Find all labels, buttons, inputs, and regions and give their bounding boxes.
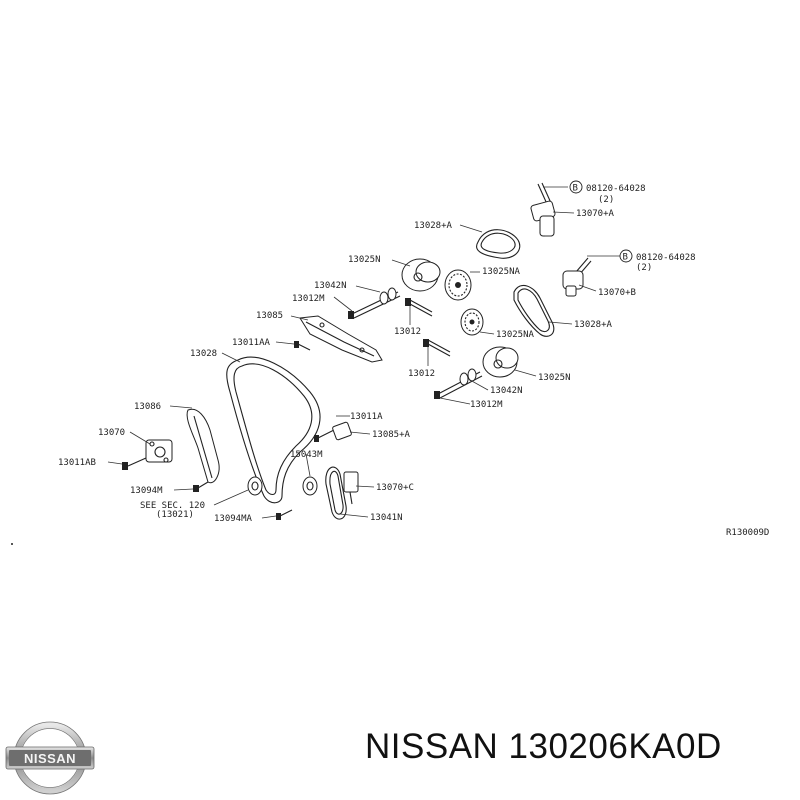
label-13025n-top: 13025N — [348, 255, 381, 265]
label-13085a: 13085+A — [372, 430, 411, 440]
callout-labels: B B 13028+A 08120-64028 (2) 13070+A 0812… — [58, 180, 769, 538]
label-13042n-mid: 13042N — [490, 386, 523, 396]
diagram-reference-code: R130009D — [726, 528, 769, 538]
label-13070a: 13070+A — [576, 209, 615, 219]
label-13094ma: 13094MA — [214, 514, 253, 524]
label-13070: 13070 — [98, 428, 125, 438]
label-08120-mid: 08120-64028 — [636, 253, 696, 263]
label-08120-top: 08120-64028 — [586, 184, 646, 194]
gasket-top-drawing — [476, 229, 521, 259]
crank-sprocket-drawing — [247, 476, 263, 496]
tensioner-13070-c-drawing — [343, 471, 359, 505]
part-number-caption: NISSAN 130206KA0D — [365, 727, 722, 766]
oil-pump-chain-13041n-drawing — [325, 466, 347, 520]
sprocket-13025na-mid-drawing — [460, 308, 484, 336]
timing-chain-13028-drawing — [226, 356, 321, 504]
circled-b-mid — [619, 249, 633, 263]
label-13012m-mid: 13012M — [470, 400, 503, 410]
label-13012-mid: 13012 — [408, 369, 435, 379]
label-13042n-top: 13042N — [314, 281, 347, 291]
sprocket-15043m-drawing — [302, 476, 318, 496]
label-13021: (13021) — [156, 510, 194, 520]
sprocket-13025n-top-drawing — [401, 258, 441, 292]
label-13011aa: 13011AA — [232, 338, 271, 348]
chain-guide-13085-drawing — [299, 315, 383, 363]
label-13094m: 13094M — [130, 486, 163, 496]
tensioner-13070-drawing — [122, 439, 173, 470]
label-13086: 13086 — [134, 402, 161, 412]
nissan-logo: NISSAN — [5, 721, 95, 795]
circled-b-mid-letter: B — [623, 253, 628, 263]
lower-bolt-washers-drawing — [434, 368, 483, 399]
label-13028a-right: 13028+A — [574, 320, 613, 330]
label-13025na-top: 13025NA — [482, 267, 521, 277]
valve-13070-b-drawing — [562, 257, 592, 297]
gasket-right-drawing — [513, 284, 555, 337]
sprocket-13025n-mid-drawing — [482, 346, 519, 378]
guide-13085-a-drawing — [314, 421, 352, 442]
label-13070b: 13070+B — [598, 288, 636, 298]
label-13028: 13028 — [190, 349, 217, 359]
bolt-13094m-drawing — [193, 481, 209, 492]
label-13025na-mid: 13025NA — [496, 330, 535, 340]
bolt-13011aa-drawing — [294, 341, 311, 351]
upper-bolt-13012-drawing — [405, 298, 433, 317]
label-13028a-top: 13028+A — [414, 221, 453, 231]
label-13011ab: 13011AB — [58, 458, 96, 468]
valve-13070-a-drawing — [530, 182, 556, 237]
label-13085: 13085 — [256, 311, 283, 321]
upper-bolt-washers-drawing — [348, 287, 401, 319]
circled-b-top-letter: B — [573, 184, 578, 194]
nissan-logo-text: NISSAN — [24, 751, 76, 766]
label-13011a: 13011A — [350, 412, 383, 422]
sprocket-13025na-top-drawing — [444, 269, 472, 301]
label-13070c: 13070+C — [376, 483, 414, 493]
label-13012-top: 13012 — [394, 327, 421, 337]
stray-mark — [11, 543, 13, 545]
label-qty-mid: (2) — [636, 263, 652, 273]
label-see-sec: SEE SEC. 120 — [140, 501, 205, 511]
label-13012m-top: 13012M — [292, 294, 325, 304]
circled-b-top — [569, 180, 583, 194]
label-15043m: 15043M — [290, 450, 323, 460]
label-qty-top: (2) — [598, 195, 614, 205]
label-13025n-mid: 13025N — [538, 373, 571, 383]
label-13041n: 13041N — [370, 513, 403, 523]
bolt-13094ma-drawing — [276, 509, 293, 520]
lower-bolt-13012-drawing — [423, 339, 451, 357]
leader-lines — [107, 186, 620, 519]
